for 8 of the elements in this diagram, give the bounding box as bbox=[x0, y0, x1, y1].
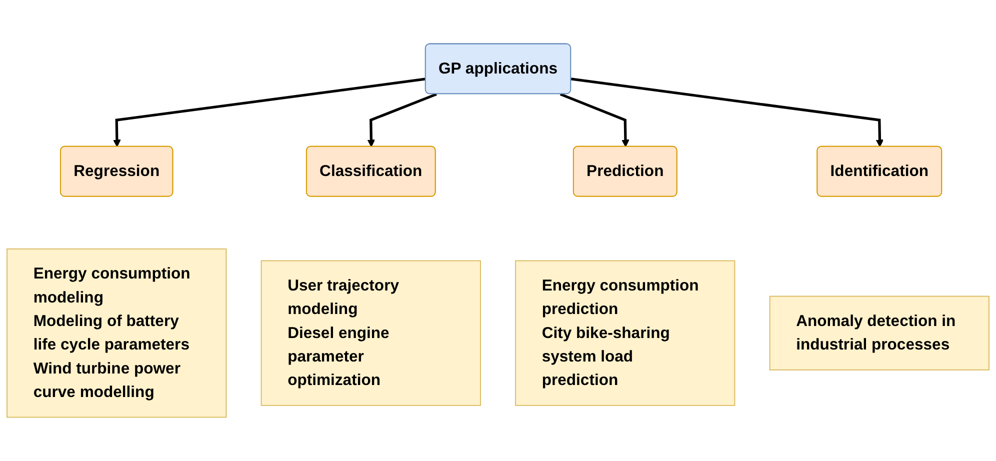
node-box: Energy consumption prediction City bike-sharing system load prediction bbox=[515, 260, 736, 406]
arrow bbox=[570, 78, 884, 148]
node-box: Anomaly detection in industrial processes bbox=[769, 296, 990, 370]
arrow bbox=[113, 78, 426, 148]
arrow bbox=[560, 92, 630, 148]
node-box: User trajectory modeling Diesel engine parameter optimization bbox=[260, 260, 481, 406]
node-box: Energy consumption modeling Modeling of battery life cycle parameters Wind turbine power curve modelling bbox=[6, 248, 227, 418]
arrow bbox=[367, 92, 437, 148]
